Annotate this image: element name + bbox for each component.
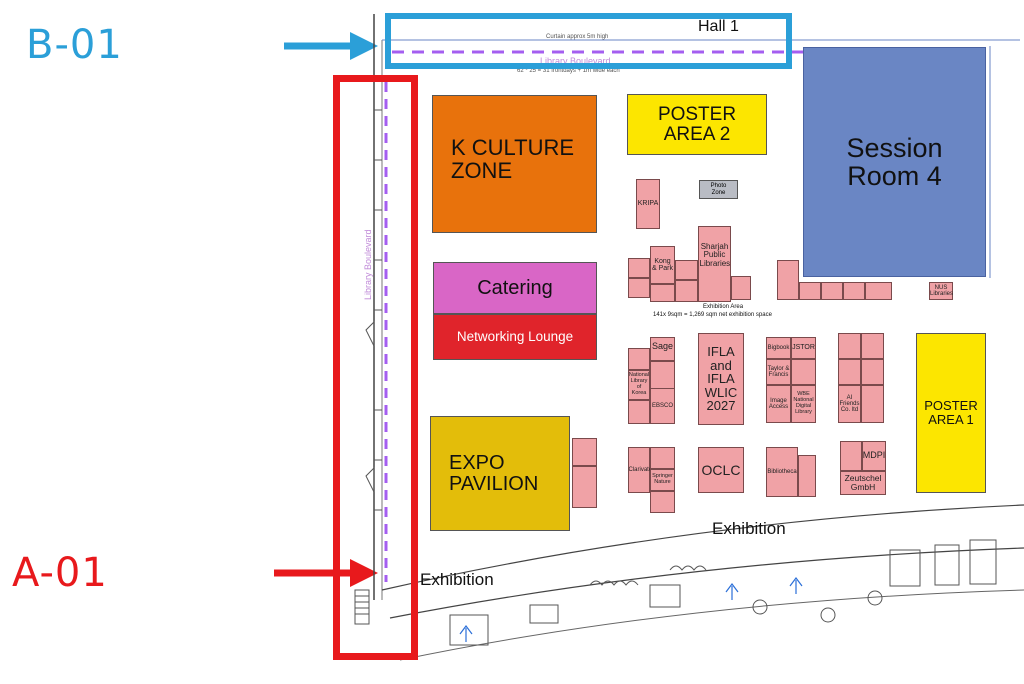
booth-small[interactable] bbox=[861, 333, 884, 359]
booth-nus-label: NUS Libraries bbox=[930, 284, 954, 297]
exhibition-label-right: Exhibition bbox=[712, 519, 786, 538]
booth-small[interactable] bbox=[675, 260, 698, 280]
booth-small[interactable] bbox=[799, 282, 821, 300]
booth-taylor-francis[interactable]: Taylor & Francis bbox=[766, 359, 791, 385]
expo-pavilion-label: EXPO PAVILION bbox=[449, 451, 539, 495]
session-room-4[interactable]: Session Room 4 bbox=[803, 47, 986, 277]
booth-ebsco-label: EBSCO bbox=[651, 402, 673, 409]
booth-small[interactable] bbox=[865, 282, 892, 300]
booth-oclc-label: OCLC bbox=[701, 461, 741, 478]
booth-clarivate[interactable]: Clarivate bbox=[628, 447, 653, 493]
booth-nus[interactable]: NUS Libraries bbox=[929, 282, 953, 300]
catering-zone-label: Catering bbox=[477, 276, 553, 299]
booth-small[interactable] bbox=[650, 360, 675, 362]
booth-ebsco[interactable]: EBSCO bbox=[650, 388, 675, 424]
booth-image-access[interactable]: Image Access bbox=[766, 385, 791, 423]
floor-plan-walls bbox=[354, 14, 1024, 661]
k-culture-zone[interactable]: K CULTURE ZONE bbox=[432, 95, 597, 233]
session-room-4-label: Session Room 4 bbox=[846, 132, 943, 191]
poster-area-2-label: POSTER AREA 2 bbox=[657, 103, 737, 145]
poster-area-2[interactable]: POSTER AREA 2 bbox=[627, 94, 767, 155]
booth-ai-friends-label: AI Friends Co. ltd bbox=[839, 394, 860, 414]
booth-small[interactable] bbox=[675, 280, 698, 302]
poster-area-1-label: POSTER AREA 1 bbox=[924, 398, 978, 427]
booth-small[interactable] bbox=[840, 441, 862, 471]
booth-small[interactable] bbox=[650, 284, 675, 302]
poster-area-1[interactable]: POSTER AREA 1 bbox=[916, 333, 986, 493]
networking-lounge-label: Networking Lounge bbox=[456, 328, 574, 344]
booth-small[interactable] bbox=[731, 276, 751, 300]
booth-kripa[interactable]: KRIPA bbox=[636, 179, 660, 229]
marker-b01-arrow-icon bbox=[284, 32, 378, 60]
booth-ai-friends[interactable]: AI Friends Co. ltd bbox=[838, 385, 861, 423]
booth-sharjah-label: Sharjah Public Libraries bbox=[699, 242, 731, 268]
booth-national-library-label: National Library of Korea bbox=[628, 372, 650, 396]
booth-small[interactable] bbox=[838, 333, 861, 359]
booth-small[interactable] bbox=[791, 359, 816, 385]
booth-clarivate-label: Clarivate bbox=[628, 466, 653, 473]
booth-small[interactable] bbox=[798, 455, 816, 497]
booth-small[interactable] bbox=[861, 359, 884, 385]
booth-springer[interactable]: Springer Nature bbox=[650, 469, 675, 491]
booth-small[interactable] bbox=[572, 466, 597, 508]
booth-zeutschel[interactable]: Zeutschel GmbH bbox=[840, 471, 886, 495]
booth-bigbook-label: Bigbook bbox=[767, 344, 790, 351]
exhibition-area-note: 141x 9sqm = 1,269 sqm net exhibition spa… bbox=[653, 312, 772, 318]
booth-small[interactable] bbox=[843, 282, 865, 300]
booth-small[interactable] bbox=[628, 400, 650, 424]
booth-ifla[interactable]: IFLA and IFLA WLIC 2027 bbox=[698, 333, 744, 425]
curtain-note: Curtain approx 5m high bbox=[546, 34, 609, 40]
catering-zone[interactable]: Catering bbox=[433, 262, 597, 314]
booth-bigbook[interactable]: Bigbook bbox=[766, 337, 791, 359]
booth-sharjah[interactable]: Sharjah Public Libraries bbox=[698, 226, 731, 302]
marker-a01-arrow-icon bbox=[274, 559, 378, 587]
a01-highlight-box bbox=[333, 75, 418, 660]
booth-sage-label: Sage bbox=[651, 341, 674, 351]
booth-kong-park-label: Kong & Park bbox=[651, 257, 673, 272]
exhibition-area-title: Exhibition Area bbox=[703, 304, 744, 310]
booth-wdl-label: WBE National Digital Library bbox=[793, 391, 814, 415]
booth-jstor-label: JSTOR bbox=[792, 344, 815, 352]
b01-highlight-box bbox=[385, 13, 792, 69]
exhibition-label-left: Exhibition bbox=[420, 570, 494, 589]
marker-a01-label: A-01 bbox=[12, 550, 108, 596]
booth-ifla-label: IFLA and IFLA WLIC 2027 bbox=[704, 343, 738, 414]
k-culture-zone-label: K CULTURE ZONE bbox=[451, 135, 575, 184]
hall-title: Hall 1 bbox=[698, 18, 739, 35]
booth-kong-park[interactable]: Kong & Park bbox=[650, 246, 675, 284]
booth-wdl[interactable]: WBE National Digital Library bbox=[791, 385, 816, 423]
booth-small[interactable] bbox=[650, 491, 675, 513]
booth-bibliotheca-label: Bibliotheca bbox=[767, 468, 797, 475]
booth-springer-label: Springer Nature bbox=[652, 473, 673, 485]
booth-bibliotheca[interactable]: Bibliotheca bbox=[766, 447, 798, 497]
booth-small[interactable] bbox=[821, 282, 843, 300]
booth-image-access-label: Image Access bbox=[768, 397, 789, 410]
booth-jstor[interactable]: JSTOR bbox=[791, 337, 816, 359]
expo-pavilion[interactable]: EXPO PAVILION bbox=[430, 416, 570, 531]
booth-small[interactable] bbox=[838, 359, 861, 385]
booth-taylor-francis-label: Taylor & Francis bbox=[767, 365, 790, 378]
boulevard-note: 62 * 25 = 31 frontdays + 1m wide each bbox=[517, 68, 620, 74]
networking-lounge[interactable]: Networking Lounge bbox=[433, 314, 597, 360]
booth-small[interactable] bbox=[650, 447, 675, 469]
booth-small[interactable] bbox=[628, 278, 650, 298]
photo-zone-label: Photo Zone bbox=[710, 183, 727, 196]
booth-mdpi[interactable]: MDPI bbox=[862, 441, 886, 471]
boulevard-top-label: Library Boulevard bbox=[540, 56, 611, 66]
booth-small[interactable] bbox=[572, 438, 597, 466]
booth-small[interactable] bbox=[777, 260, 799, 300]
marker-b01-label: B-01 bbox=[26, 22, 123, 68]
booth-kripa-label: KRIPA bbox=[637, 200, 659, 208]
booth-small[interactable] bbox=[628, 348, 650, 370]
booth-oclc[interactable]: OCLC bbox=[698, 447, 744, 493]
booth-small[interactable] bbox=[861, 385, 884, 423]
photo-zone[interactable]: Photo Zone bbox=[699, 180, 738, 199]
booth-mdpi-label: MDPI bbox=[862, 450, 886, 461]
booth-small[interactable] bbox=[628, 258, 650, 278]
booth-national-library[interactable]: National Library of Korea bbox=[628, 370, 650, 400]
booth-zeutschel-label: Zeutschel GmbH bbox=[844, 473, 882, 492]
